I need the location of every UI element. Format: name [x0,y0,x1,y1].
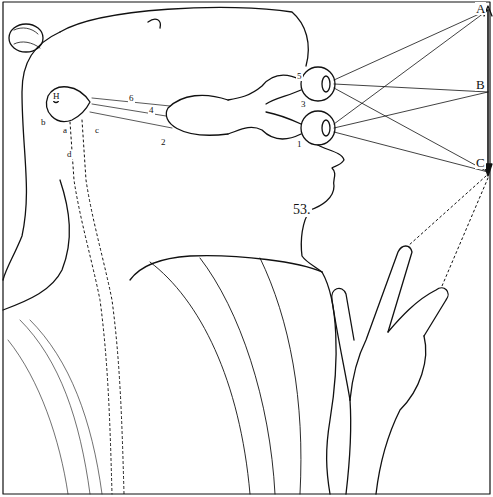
neck-back [3,180,69,310]
lens [322,120,330,136]
callout-letter: a [62,126,68,135]
callout-letter: b [40,118,47,127]
optic-nerve [266,112,301,124]
brain-cavity [166,95,228,135]
pineal-gland [47,87,90,122]
point-letter: C [475,156,486,169]
callout-letter: 2 [160,138,167,147]
hand-palm [376,336,426,494]
dotted-rays [408,176,488,286]
wrist [346,400,351,494]
hair [3,32,60,280]
optic-nerve [266,90,301,104]
lens [322,76,330,92]
lower-eye [301,111,335,145]
point-letter: A [475,2,486,15]
drapery [150,262,250,494]
callout-letter: 1 [296,140,303,149]
hair-bun [9,24,43,52]
drapery [260,258,301,494]
hair-bun-detail [14,28,40,48]
callout-letter: d [66,150,73,159]
light-rays [334,10,488,172]
thumb [332,288,354,400]
motor-nerve [70,120,124,494]
hair-curl [148,19,160,28]
callout-letter: 5 [296,72,303,81]
figure-number: 53. [292,203,312,217]
callout-letter: 4 [148,106,155,115]
drapery [200,258,275,494]
shoulder [130,256,322,280]
callout-letter: H [52,92,61,101]
second-finger [388,288,448,336]
head-outline [60,7,308,66]
frame [3,2,490,494]
callout-letter: 3 [300,100,307,109]
point-letter: B [475,78,486,91]
upper-eye [301,67,335,101]
shading [8,320,102,494]
callout-letter: 6 [128,94,135,103]
dress-front [322,272,336,494]
object-arrow [487,10,489,172]
callout-letter: c [94,126,100,135]
index-finger [350,246,412,400]
optic-nerve [228,75,301,100]
optic-nerve [228,127,301,138]
